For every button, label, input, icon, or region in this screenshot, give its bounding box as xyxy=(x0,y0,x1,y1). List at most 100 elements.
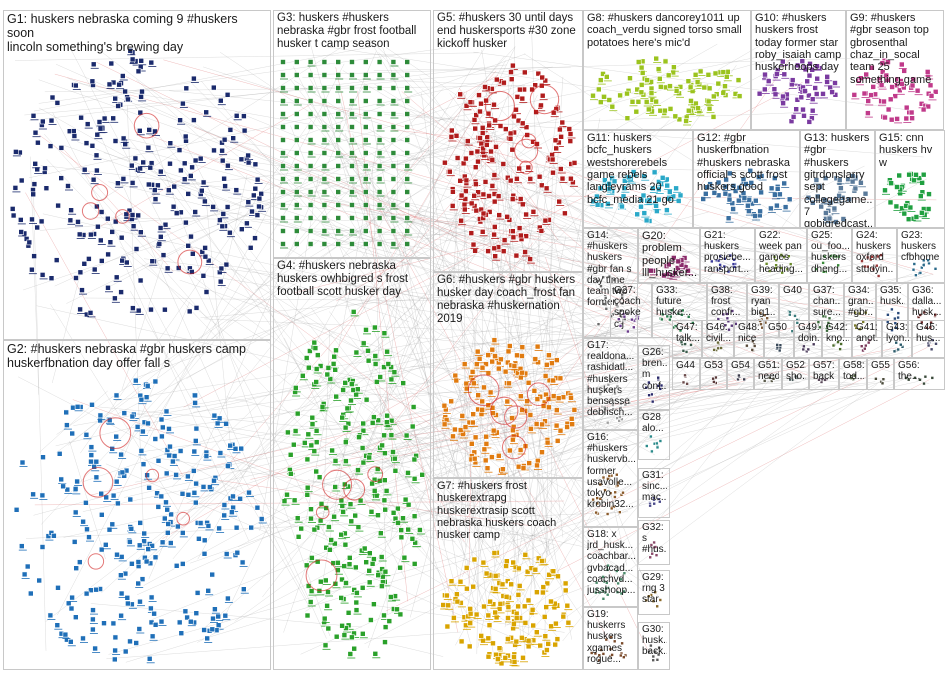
group-label-g47: G47: talk... xyxy=(676,322,699,344)
group-cell-g49: G49: doin... xyxy=(794,320,822,358)
group-label-g11: G11: huskers bcfc_huskers westshorerebel… xyxy=(587,132,690,206)
group-cell-g48: G48: nice xyxy=(734,320,764,358)
group-cell-g13: G13: huskers #gbr #huskers gitrdonslarry… xyxy=(800,130,875,228)
group-cell-g52: G52: sho... xyxy=(782,358,809,390)
group-label-g16: G16: #huskers huskervb... former usavoll… xyxy=(587,432,635,510)
group-cell-g23: G23: huskers cfbhome xyxy=(897,228,945,283)
group-label-g3: G3: huskers #huskers nebraska #gbr frost… xyxy=(277,12,428,51)
group-cell-g47: G47: talk... xyxy=(672,320,702,358)
group-cell-g15: G15: cnn huskers hv w xyxy=(875,130,945,228)
group-cell-g56: G56: the... xyxy=(894,358,945,390)
group-label-g37: G37: chan... sure... xyxy=(813,285,841,319)
group-cell-g1: G1: huskers nebraska coming 9 #huskers s… xyxy=(3,10,271,340)
group-label-g56: G56: the... xyxy=(898,360,942,382)
group-cell-g4: G4: #huskers nebraska huskers owhbigred … xyxy=(273,258,431,670)
group-cell-g21: G21: huskers prosiebe... ransport... xyxy=(700,228,755,283)
group-label-g6: G6: #huskers #gbr huskers husker day coa… xyxy=(437,274,580,326)
group-cell-g18: G18: x jrd_husk... coachbar... gvbacad..… xyxy=(583,527,638,607)
group-label-g18: G18: x jrd_husk... coachbar... gvbacad..… xyxy=(587,529,635,596)
group-label-g1: G1: huskers nebraska coming 9 #huskers s… xyxy=(7,12,268,54)
group-label-g44: G44 xyxy=(676,360,697,371)
group-label-g58: G58: tod... xyxy=(843,360,864,382)
group-label-g5: G5: #huskers 30 until days end huskerspo… xyxy=(437,12,580,51)
group-cell-g22: G22: week pan games heading... xyxy=(755,228,807,283)
group-label-g10: G10: #huskers huskers frost today former… xyxy=(755,12,843,74)
group-cell-g20: G20: problem people lll_husker... xyxy=(638,228,700,283)
group-cell-g17: G17: realdona... rashidatl... #huskers h… xyxy=(583,338,638,430)
group-label-g21: G21: huskers prosiebe... ransport... xyxy=(704,230,752,275)
group-cell-g58: G58: tod... xyxy=(839,358,867,390)
group-label-g29: G29: rng 3 star xyxy=(642,572,667,606)
group-label-g42: G42: kno... xyxy=(826,322,849,344)
group-cell-g45: G45: hus... xyxy=(912,320,945,358)
group-cell-g50: G50 xyxy=(764,320,794,358)
group-label-g22: G22: week pan games heading... xyxy=(759,230,804,275)
group-label-g26: G26: bren... m conf... xyxy=(642,347,667,392)
group-cell-g32: G32: s #hus... xyxy=(638,520,670,565)
group-cell-g28: G28 alo... xyxy=(638,410,670,460)
group-cell-g25: G25: ou_foo... huskers dheng... xyxy=(807,228,852,283)
group-label-g24: G24: huskers oxford studyin...go... xyxy=(856,230,894,275)
group-label-g32: G32: s #hus... xyxy=(642,522,667,556)
group-label-g45: G45: hus... xyxy=(916,322,942,344)
group-cell-g8: G8: #huskers dancorey1011 up coach_verdu… xyxy=(583,10,751,130)
group-label-g28: G28 alo... xyxy=(642,412,667,434)
group-cell-g2: G2: #huskers nebraska #gbr huskers camp … xyxy=(3,340,271,670)
group-label-g9: G9: #huskers #gbr season top gbrosenthal… xyxy=(850,12,941,86)
group-label-g30: G30: husk... back... xyxy=(642,624,667,658)
group-cell-g9: G9: #huskers #gbr season top gbrosenthal… xyxy=(846,10,944,130)
group-label-g53: G53 xyxy=(704,360,724,371)
group-cell-g7: G7: #huskers frost huskerextrapg huskere… xyxy=(433,478,583,670)
group-cell-g27: G27: coach spoke c j xyxy=(610,283,652,338)
group-cell-g16: G16: #huskers huskervb... former usavoll… xyxy=(583,430,638,527)
group-label-g23: G23: huskers cfbhome xyxy=(901,230,942,264)
group-label-g38: G38: frost confi... xyxy=(711,285,744,319)
group-cell-g3: G3: huskers #huskers nebraska #gbr frost… xyxy=(273,10,431,258)
group-cell-g31: G31: sinc... mac... xyxy=(638,468,670,518)
group-cell-g26: G26: bren... m conf... xyxy=(638,345,670,410)
group-label-g46: G46: civil... xyxy=(706,322,731,344)
group-label-g12: G12: #gbr huskerfbnation #huskers nebras… xyxy=(697,132,797,194)
group-label-g31: G31: sinc... mac... xyxy=(642,470,667,504)
group-cell-g19: G19: huskerrs huskers xgames rogue... xyxy=(583,607,638,670)
group-cell-g44: G44 xyxy=(672,358,700,390)
group-label-g7: G7: #huskers frost huskerextrapg huskere… xyxy=(437,480,580,542)
group-label-g25: G25: ou_foo... huskers dheng... xyxy=(811,230,849,275)
group-cell-g29: G29: rng 3 star xyxy=(638,570,670,615)
group-label-g33: G33: future huske... xyxy=(656,285,704,319)
group-cell-g6: G6: #huskers #gbr huskers husker day coa… xyxy=(433,272,583,478)
group-label-g49: G49: doin... xyxy=(798,322,819,344)
group-label-g40: G40 xyxy=(783,285,806,296)
group-label-g15: G15: cnn huskers hv w xyxy=(879,132,942,169)
group-cell-g51: G51: need xyxy=(754,358,782,390)
group-label-g4: G4: #huskers nebraska huskers owhbigred … xyxy=(277,260,428,299)
group-cell-g46: G46: civil... xyxy=(702,320,734,358)
group-label-g35: G35: husk... xyxy=(880,285,905,307)
group-cell-g10: G10: #huskers huskers frost today former… xyxy=(751,10,846,130)
group-label-g55: G55 xyxy=(871,360,891,371)
group-cell-g54: G54 xyxy=(727,358,754,390)
group-cell-g57: G57: back xyxy=(809,358,839,390)
group-cell-g12: G12: #gbr huskerfbnation #huskers nebras… xyxy=(693,130,800,228)
group-label-g2: G2: #huskers nebraska #gbr huskers camp … xyxy=(7,342,268,370)
group-label-g43: G43: lyon... xyxy=(886,322,909,344)
group-cell-g55: G55 xyxy=(867,358,894,390)
group-label-g50: G50 xyxy=(768,322,791,333)
group-cell-g11: G11: huskers bcfc_huskers westshorerebel… xyxy=(583,130,693,228)
group-label-g27: G27: coach spoke c j xyxy=(614,285,649,330)
group-label-g36: G36: dalla... husk... xyxy=(912,285,942,319)
group-label-g17: G17: realdona... rashidatl... #huskers h… xyxy=(587,340,635,418)
group-label-g19: G19: huskerrs huskers xgames rogue... xyxy=(587,609,635,665)
group-label-g52: G52: sho... xyxy=(786,360,806,382)
group-cell-g5: G5: #huskers 30 until days end huskerspo… xyxy=(433,10,583,272)
group-cell-g42: G42: kno... xyxy=(822,320,852,358)
group-cell-g41: G41: anot... xyxy=(852,320,882,358)
group-cell-g24: G24: huskers oxford studyin...go... xyxy=(852,228,897,283)
group-label-g13: G13: huskers #gbr #huskers gitrdonslarry… xyxy=(804,132,872,228)
group-cell-g43: G43: lyon... xyxy=(882,320,912,358)
group-label-g51: G51: need xyxy=(758,360,779,382)
group-label-g41: G41: anot... xyxy=(856,322,879,344)
group-cell-g30: G30: husk... back... xyxy=(638,622,670,670)
group-label-g48: G48: nice xyxy=(738,322,761,344)
group-label-g20: G20: problem people lll_husker... xyxy=(642,230,697,279)
